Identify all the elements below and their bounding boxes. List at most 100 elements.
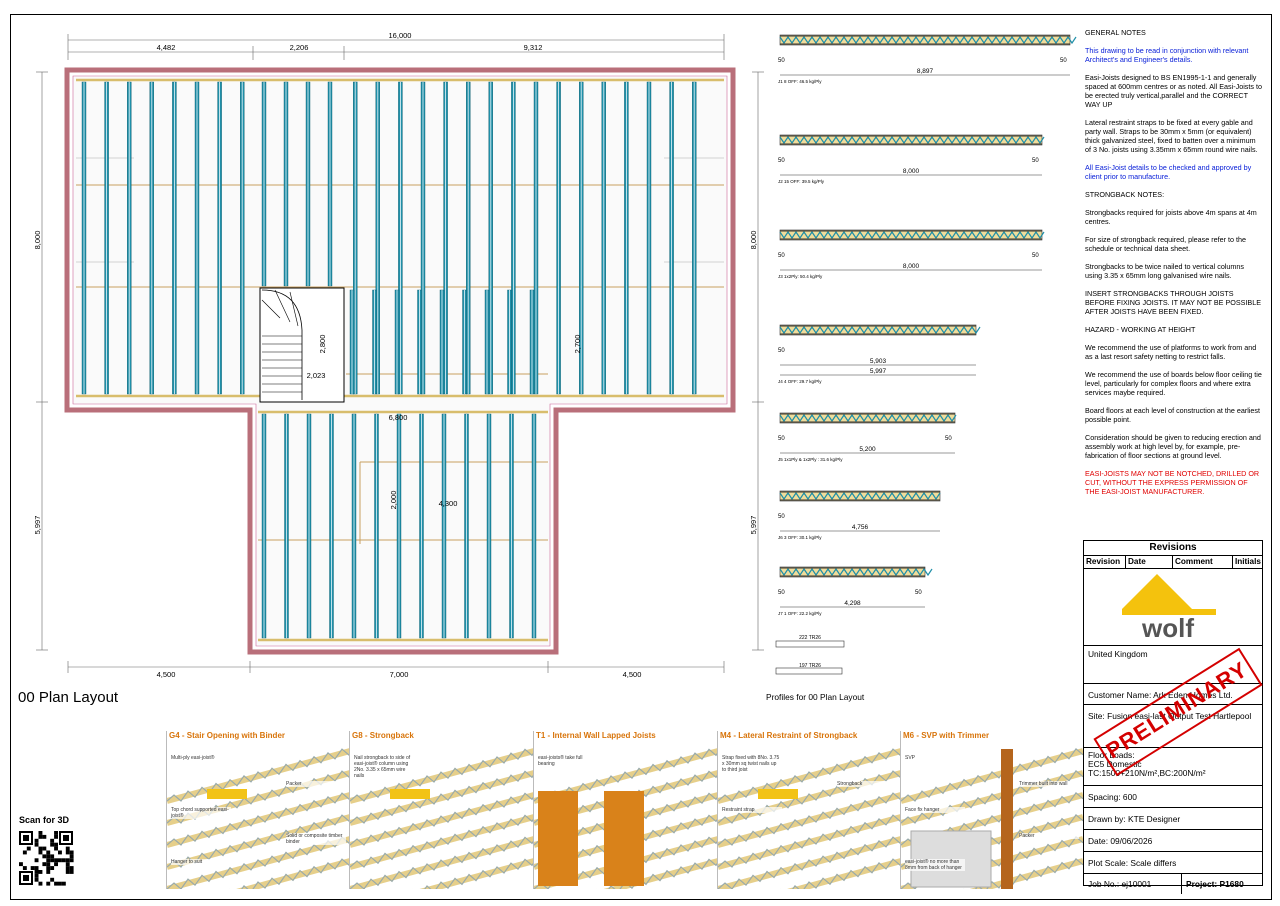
strongback-notes-title: STRONGBACK NOTES:	[1085, 190, 1165, 199]
dim-right-lower: 5,997	[749, 516, 758, 535]
general-note-blue: This drawing to be read in conjunction w…	[1085, 46, 1249, 64]
hazard-note-4: Consideration should be given to reducin…	[1085, 433, 1261, 460]
detail-callout: easi-joist® no more than 8mm from back o…	[905, 859, 965, 871]
revision-columns: Revision Date Comment Initials	[1084, 556, 1262, 569]
floor-loads-row: Floor Loads: EC5 Domestic TC:1500+210N/m…	[1084, 748, 1262, 786]
profile-bearing-left: 50	[778, 158, 785, 164]
profile-label: J2 15 OFF: 39.5 kg/Ply	[778, 179, 825, 184]
dim-top-a: 4,482	[157, 43, 176, 52]
joist-profile	[779, 324, 981, 336]
floor-type: EC5 Domestic	[1088, 759, 1142, 769]
title-block: Revisions Revision Date Comment Initials…	[1083, 540, 1263, 894]
dim-span: 6,800	[389, 413, 408, 422]
profile-bearing-right: 50	[1060, 58, 1067, 64]
dim-mid-height: 2,700	[573, 335, 582, 354]
joist	[484, 289, 490, 395]
joist	[351, 413, 357, 639]
site-row: Site: Fusion easi-last Output Test Hartl…	[1084, 705, 1262, 748]
plot-scale-row: Plot Scale: Scale differs	[1084, 852, 1262, 874]
joist	[283, 81, 289, 287]
dim-bottom-a: 4,500	[157, 670, 176, 679]
country-row: United Kingdom	[1084, 646, 1262, 684]
svg-text:wolf: wolf	[1141, 613, 1194, 643]
hazard-note-1: We recommend the use of platforms to wor…	[1085, 343, 1257, 361]
profile-span: 8,000	[903, 263, 920, 270]
detail-callout: Trimmer built into wall	[1019, 781, 1079, 787]
general-notes-title: GENERAL NOTES	[1085, 28, 1146, 37]
profile-span-2: 5,997	[870, 368, 887, 375]
dim-stair-width: 2,023	[307, 371, 326, 380]
dim-void-width: 4,300	[439, 499, 458, 508]
profile-bearing-left: 50	[778, 436, 785, 442]
detail-illustration	[167, 748, 350, 889]
joist	[261, 413, 267, 639]
profile-bearing-left: 50	[778, 348, 785, 354]
job-number: Job No.: ej10001	[1084, 874, 1182, 894]
joist	[601, 81, 606, 395]
profile-span: 4,756	[852, 524, 869, 531]
date-row: Date: 09/06/2026	[1084, 830, 1262, 852]
dim-overall-top: 16,000	[389, 31, 412, 40]
legend-box-b	[775, 667, 843, 675]
detail-callout: Strap fixed with 8No. 3.75 x 30mm sq twi…	[722, 755, 782, 773]
general-note-1: Easi-Joists designed to BS EN1995-1-1 an…	[1085, 73, 1262, 109]
joist	[349, 289, 355, 395]
wolf-logo-icon: wolf	[1122, 574, 1216, 643]
floor-plan-drawing: 16,000 4,482 2,206 9,312 8,000 5,997 8,0…	[33, 31, 764, 679]
strongback-note-3: Strongbacks to be twice nailed to vertic…	[1085, 262, 1245, 280]
col-revision: Revision	[1084, 556, 1126, 568]
general-note-blue-2: All Easi-Joist details to be checked and…	[1085, 163, 1252, 181]
joist-profile	[779, 490, 941, 502]
joist	[194, 81, 200, 395]
legend-box-a	[775, 640, 845, 648]
detail-callout: easi-joists® take full bearing	[538, 755, 598, 767]
joist	[375, 81, 380, 395]
joist	[306, 413, 312, 639]
top-dimensions	[67, 34, 725, 60]
profile-label: J7 1 OFF: 22.2 kg/Ply	[778, 611, 822, 616]
dim-left-lower: 5,997	[33, 516, 42, 535]
joist-profile	[779, 34, 1077, 46]
joist	[439, 289, 445, 395]
detail-callout: Strongback	[837, 781, 897, 787]
strongback-note-1: Strongbacks required for joists above 4m…	[1085, 208, 1257, 226]
profile-bearing-right: 50	[945, 436, 952, 442]
detail-callout: Nail strongback to side of easi-joist® c…	[354, 755, 414, 779]
profile-label: J6 3 OFF: 30.1 kg/Ply	[778, 535, 822, 540]
profile-bearing-left: 50	[778, 590, 785, 596]
joist	[394, 289, 400, 395]
joist-profile	[779, 229, 1045, 241]
floor-loads-label: Floor Loads:	[1088, 750, 1135, 760]
dim-bottom-b: 7,000	[390, 670, 409, 679]
joist	[396, 413, 402, 639]
rim-boards	[76, 78, 724, 642]
joist	[172, 81, 177, 395]
joist	[624, 81, 629, 395]
detail-callout: Restraint strap	[722, 807, 782, 813]
joist	[239, 81, 245, 395]
detail-illustration	[718, 748, 901, 889]
profile-span: 5,903	[870, 358, 887, 365]
joist	[646, 81, 652, 395]
joist	[104, 81, 109, 395]
dim-stair-height: 2,800	[318, 335, 327, 354]
joist-profile	[779, 412, 957, 424]
dim-void-height: 2,000	[389, 491, 398, 510]
qr-label: Scan for 3D	[19, 815, 70, 825]
joist	[398, 81, 403, 395]
dim-bottom-c: 4,500	[623, 670, 642, 679]
joist	[509, 413, 514, 639]
joist	[327, 81, 333, 287]
general-note-2: Lateral restraint straps to be fixed at …	[1085, 118, 1258, 154]
detail-callout: Multi-ply easi-joist®	[171, 755, 231, 761]
joist-profile	[779, 134, 1045, 146]
joist-group	[81, 81, 697, 639]
profile-bearing-left: 50	[778, 514, 785, 520]
profile-span: 8,000	[903, 168, 920, 175]
profile-label: J5 1x1Ply & 1x2Ply : 31.6 kg/Ply	[778, 457, 843, 462]
joist-profile	[779, 566, 933, 578]
